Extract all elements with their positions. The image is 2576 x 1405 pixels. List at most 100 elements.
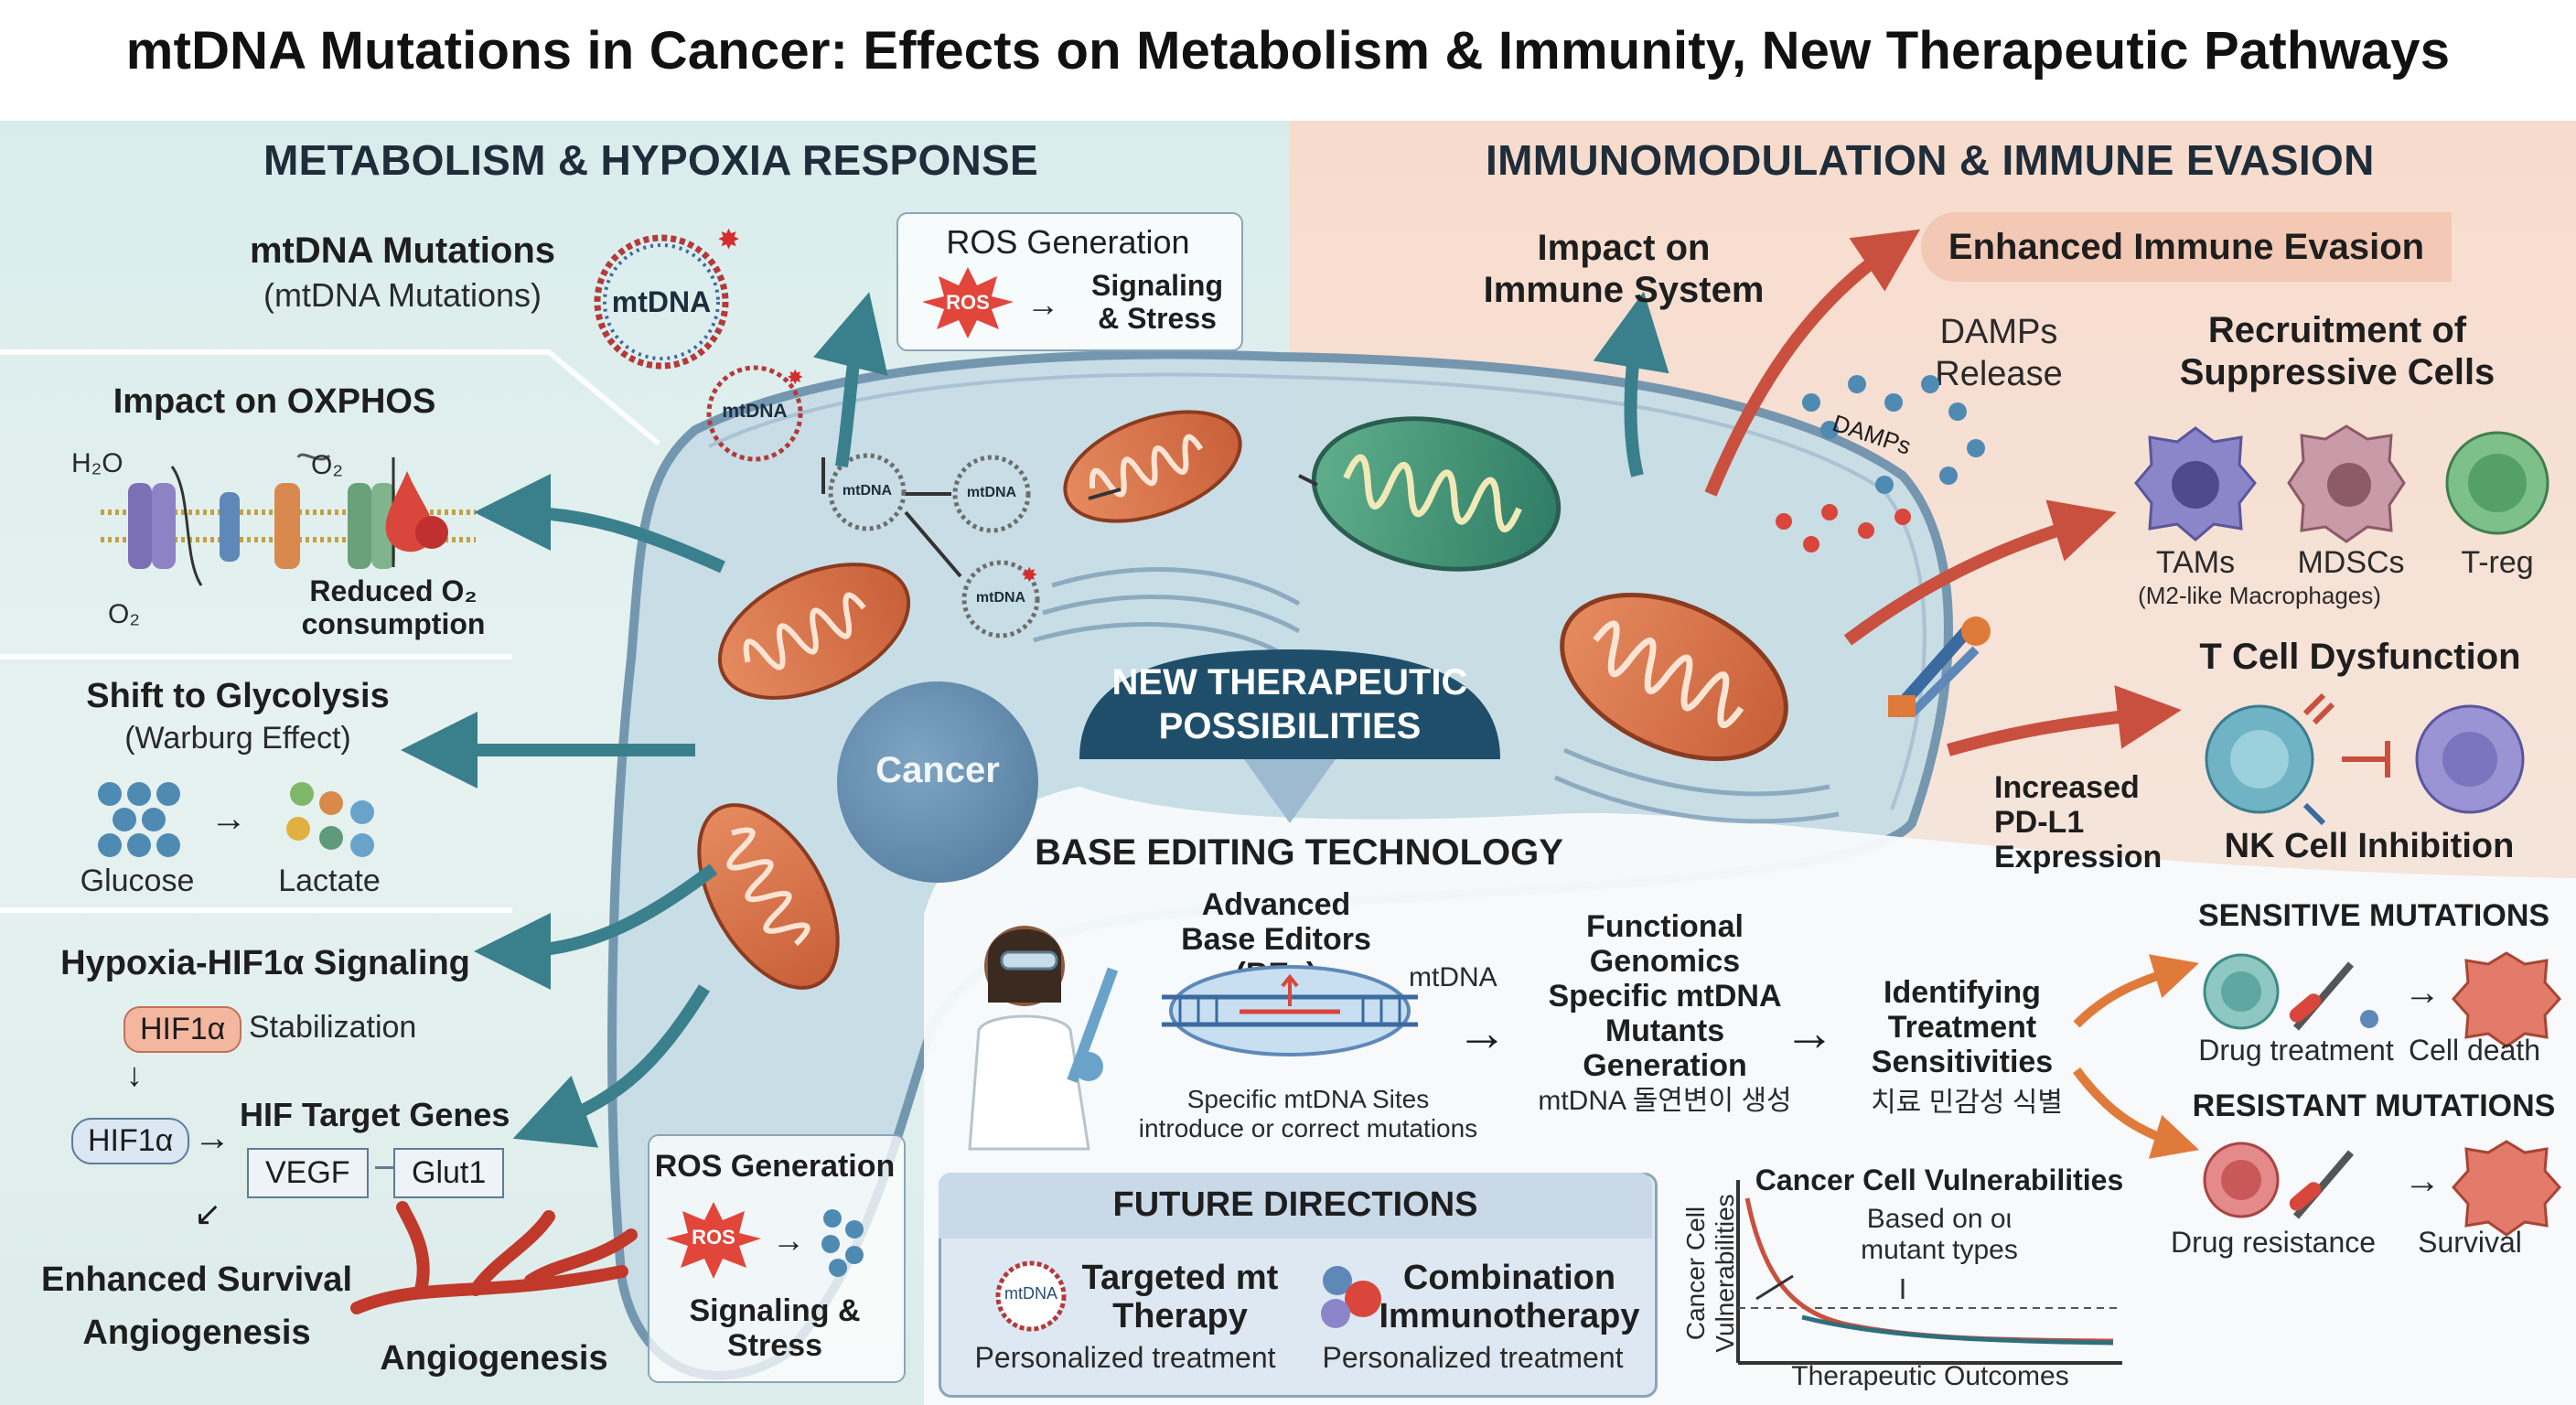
resistant-left-label: Drug resistance (2170, 1226, 2377, 1259)
ros-top-result: Signaling & Stress (1091, 269, 1223, 335)
mtdna-therapy-icon (995, 1260, 1067, 1332)
ros-top-burst-icon (922, 267, 1014, 338)
sensitive-mutations-icons: → (2203, 951, 2562, 1048)
oxphos-title: Impact on OXPHOS (113, 382, 436, 421)
ros-bottom-badge: ROS (692, 1226, 735, 1249)
functional-genomics-kr: mtDNA 돌연변이 생성 (1538, 1086, 1792, 1116)
endoplasmic-reticulum (1033, 567, 1840, 824)
damps-dots (1776, 375, 1985, 552)
therapeutic-banner-shape (1079, 649, 1500, 823)
m2-macrophages-note: (M2-like Macrophages) (2138, 582, 2381, 609)
vegf-box: VEGF (247, 1148, 369, 1198)
glycolysis-title: Shift to Glycolysis (86, 677, 390, 715)
svg-text:→: → (210, 799, 247, 839)
combination-immunotherapy-sub: Personalized treatment (1322, 1341, 1624, 1374)
blood-vessel-icon (350, 1201, 638, 1314)
tcell-dysfunction-title: T Cell Dysfunction (2199, 637, 2521, 677)
cancer-nucleus-label: Cancer (875, 750, 1000, 790)
vulnerability-chart-title: Cancer Cell Vulnerabilities (1755, 1164, 2124, 1196)
targeted-therapy-title: Targeted mt Therapy (1081, 1259, 1279, 1335)
nk-inhibition-label: NK Cell Inhibition (2224, 827, 2515, 865)
immunotherapy-icon (1321, 1266, 1381, 1328)
svg-text:✸: ✸ (787, 366, 803, 389)
treg-label: T-reg (2461, 545, 2534, 580)
damps-title: DAMPs Release (1935, 313, 2063, 393)
ros-bottom-title: ROS Generation (654, 1149, 896, 1184)
hif-result-survival: Enhanced Survival (40, 1260, 352, 1299)
oxphos-result: Reduced O₂ consumption (301, 574, 486, 640)
dna-editor-icon (1162, 965, 1418, 1056)
mtdna-ring-label: mtDNA (611, 285, 712, 318)
sensitive-left-label: Drug treatment (2198, 1034, 2394, 1067)
glut1-box: Glut1 (393, 1148, 505, 1198)
mitochondrion-green (1311, 416, 1562, 572)
editors-to-genomics-arrow: → (1456, 1003, 1508, 1061)
sensitive-right-label: Cell death (2408, 1034, 2541, 1067)
mtdna-tiny-ring-label-2: mtDNA (966, 485, 1017, 500)
svg-text:✸: ✸ (717, 225, 740, 255)
tams-label: TAMs (2155, 545, 2236, 580)
resistant-mutations-title: RESISTANT MUTATIONS (2192, 1089, 2556, 1123)
lactate-label: Lactate (278, 863, 381, 898)
svg-text:→: → (2404, 1161, 2441, 1201)
future-directions-header-bg (939, 1173, 1652, 1239)
functional-genomics-label: Functional Genomics Specific mtDNA Mutan… (1548, 909, 1782, 1083)
svg-text:✸: ✸ (1021, 563, 1037, 586)
glucose-lactate-icon: → (98, 782, 374, 857)
cancer-nucleus (837, 681, 1038, 883)
mtdna-tiny-ring-label-3: mtDNA (975, 590, 1026, 606)
mtdna-therapy-icon-label: mtDNA (1004, 1284, 1057, 1303)
tcell-nk-inhibition-icon (2205, 692, 2525, 826)
oxphos-h2o: H₂O (71, 448, 123, 478)
oxygen-drop-icon (385, 471, 448, 552)
glucose-label: Glucose (80, 863, 195, 898)
hif-arrow-down: ↓ (126, 1056, 143, 1093)
targeted-therapy-sub: Personalized treatment (974, 1341, 1276, 1374)
suppressive-cells-icons (2134, 424, 2549, 543)
mitochondrion-left-bottom (697, 803, 840, 990)
vulnerability-chart-xlabel: Therapeutic Outcomes (1791, 1361, 2069, 1391)
mtdna-mutations-subtitle: (mtDNA Mutations) (263, 276, 542, 314)
recruitment-title: Recruitment of Suppressive Cells (2179, 310, 2496, 392)
angiogenesis-label: Angiogenesis (380, 1339, 608, 1378)
identifying-sensitivities-kr: 치료 민감성 식별 (1871, 1088, 2063, 1118)
immunity-header: IMMUNOMODULATION & IMMUNE EVASION (1486, 136, 2375, 184)
oxphos-o2-bottom: O₂ (108, 599, 140, 629)
pdl1-receptor-icon (1888, 617, 1991, 718)
scientist-icon (968, 926, 1119, 1151)
sensitive-mutations-title: SENSITIVE MUTATIONS (2197, 898, 2550, 933)
hif1a-pill-2: HIF1α (71, 1118, 190, 1164)
base-editing-title: BASE EDITING TECHNOLOGY (1035, 832, 1563, 873)
ros-bottom-burst-icon: → (666, 1202, 864, 1279)
combination-immunotherapy-title: Combination Immunotherapy (1379, 1259, 1640, 1335)
hif-stabilization: Stabilization (249, 1010, 417, 1045)
ros-top-arrow: → (1026, 285, 1059, 323)
mtdna-mutations-title: mtDNA Mutations (249, 231, 556, 271)
ros-top-box (896, 212, 1243, 351)
vulnerability-chart-annotation: Based on οι mutant types (1861, 1204, 2018, 1265)
genomics-to-identify-arrow: → (1784, 1003, 1835, 1061)
resistant-mutations-icons: → (2203, 1140, 2562, 1237)
enhanced-evasion-banner (1921, 212, 2452, 282)
mitochondrion-left-top (717, 563, 911, 700)
vulnerability-chart (1736, 1180, 2122, 1365)
dna-mtdna-label: mtDNA (1409, 962, 1497, 992)
hif-arrow-right: → (194, 1118, 231, 1158)
pdl1-label: Increased PD-L1 Expression (1994, 770, 2163, 874)
hif-title: Hypoxia-HIF1α Signaling (60, 944, 470, 982)
mdscs-label: MDSCs (2297, 545, 2405, 580)
page-title: mtDNA Mutations in Cancer: Effects on Me… (125, 21, 2451, 80)
hif-arrow-down-2: ↙ (194, 1195, 222, 1232)
metabolism-header: METABOLISM & HYPOXIA RESPONSE (263, 136, 1039, 184)
mtdna-sites-label: Specific mtDNA Sites introduce or correc… (1138, 1085, 1478, 1142)
mtdna-tiny-ring-label-1: mtDNA (842, 483, 893, 499)
svg-text:→: → (2404, 972, 2441, 1013)
resistant-right-label: Survival (2418, 1226, 2522, 1259)
enhanced-evasion-title: Enhanced Immune Evasion (1948, 227, 2425, 267)
ros-top-title: ROS Generation (946, 223, 1190, 261)
oxphos-o2-top: O₂ (311, 450, 343, 480)
oxphos-membrane-icon (101, 453, 476, 586)
